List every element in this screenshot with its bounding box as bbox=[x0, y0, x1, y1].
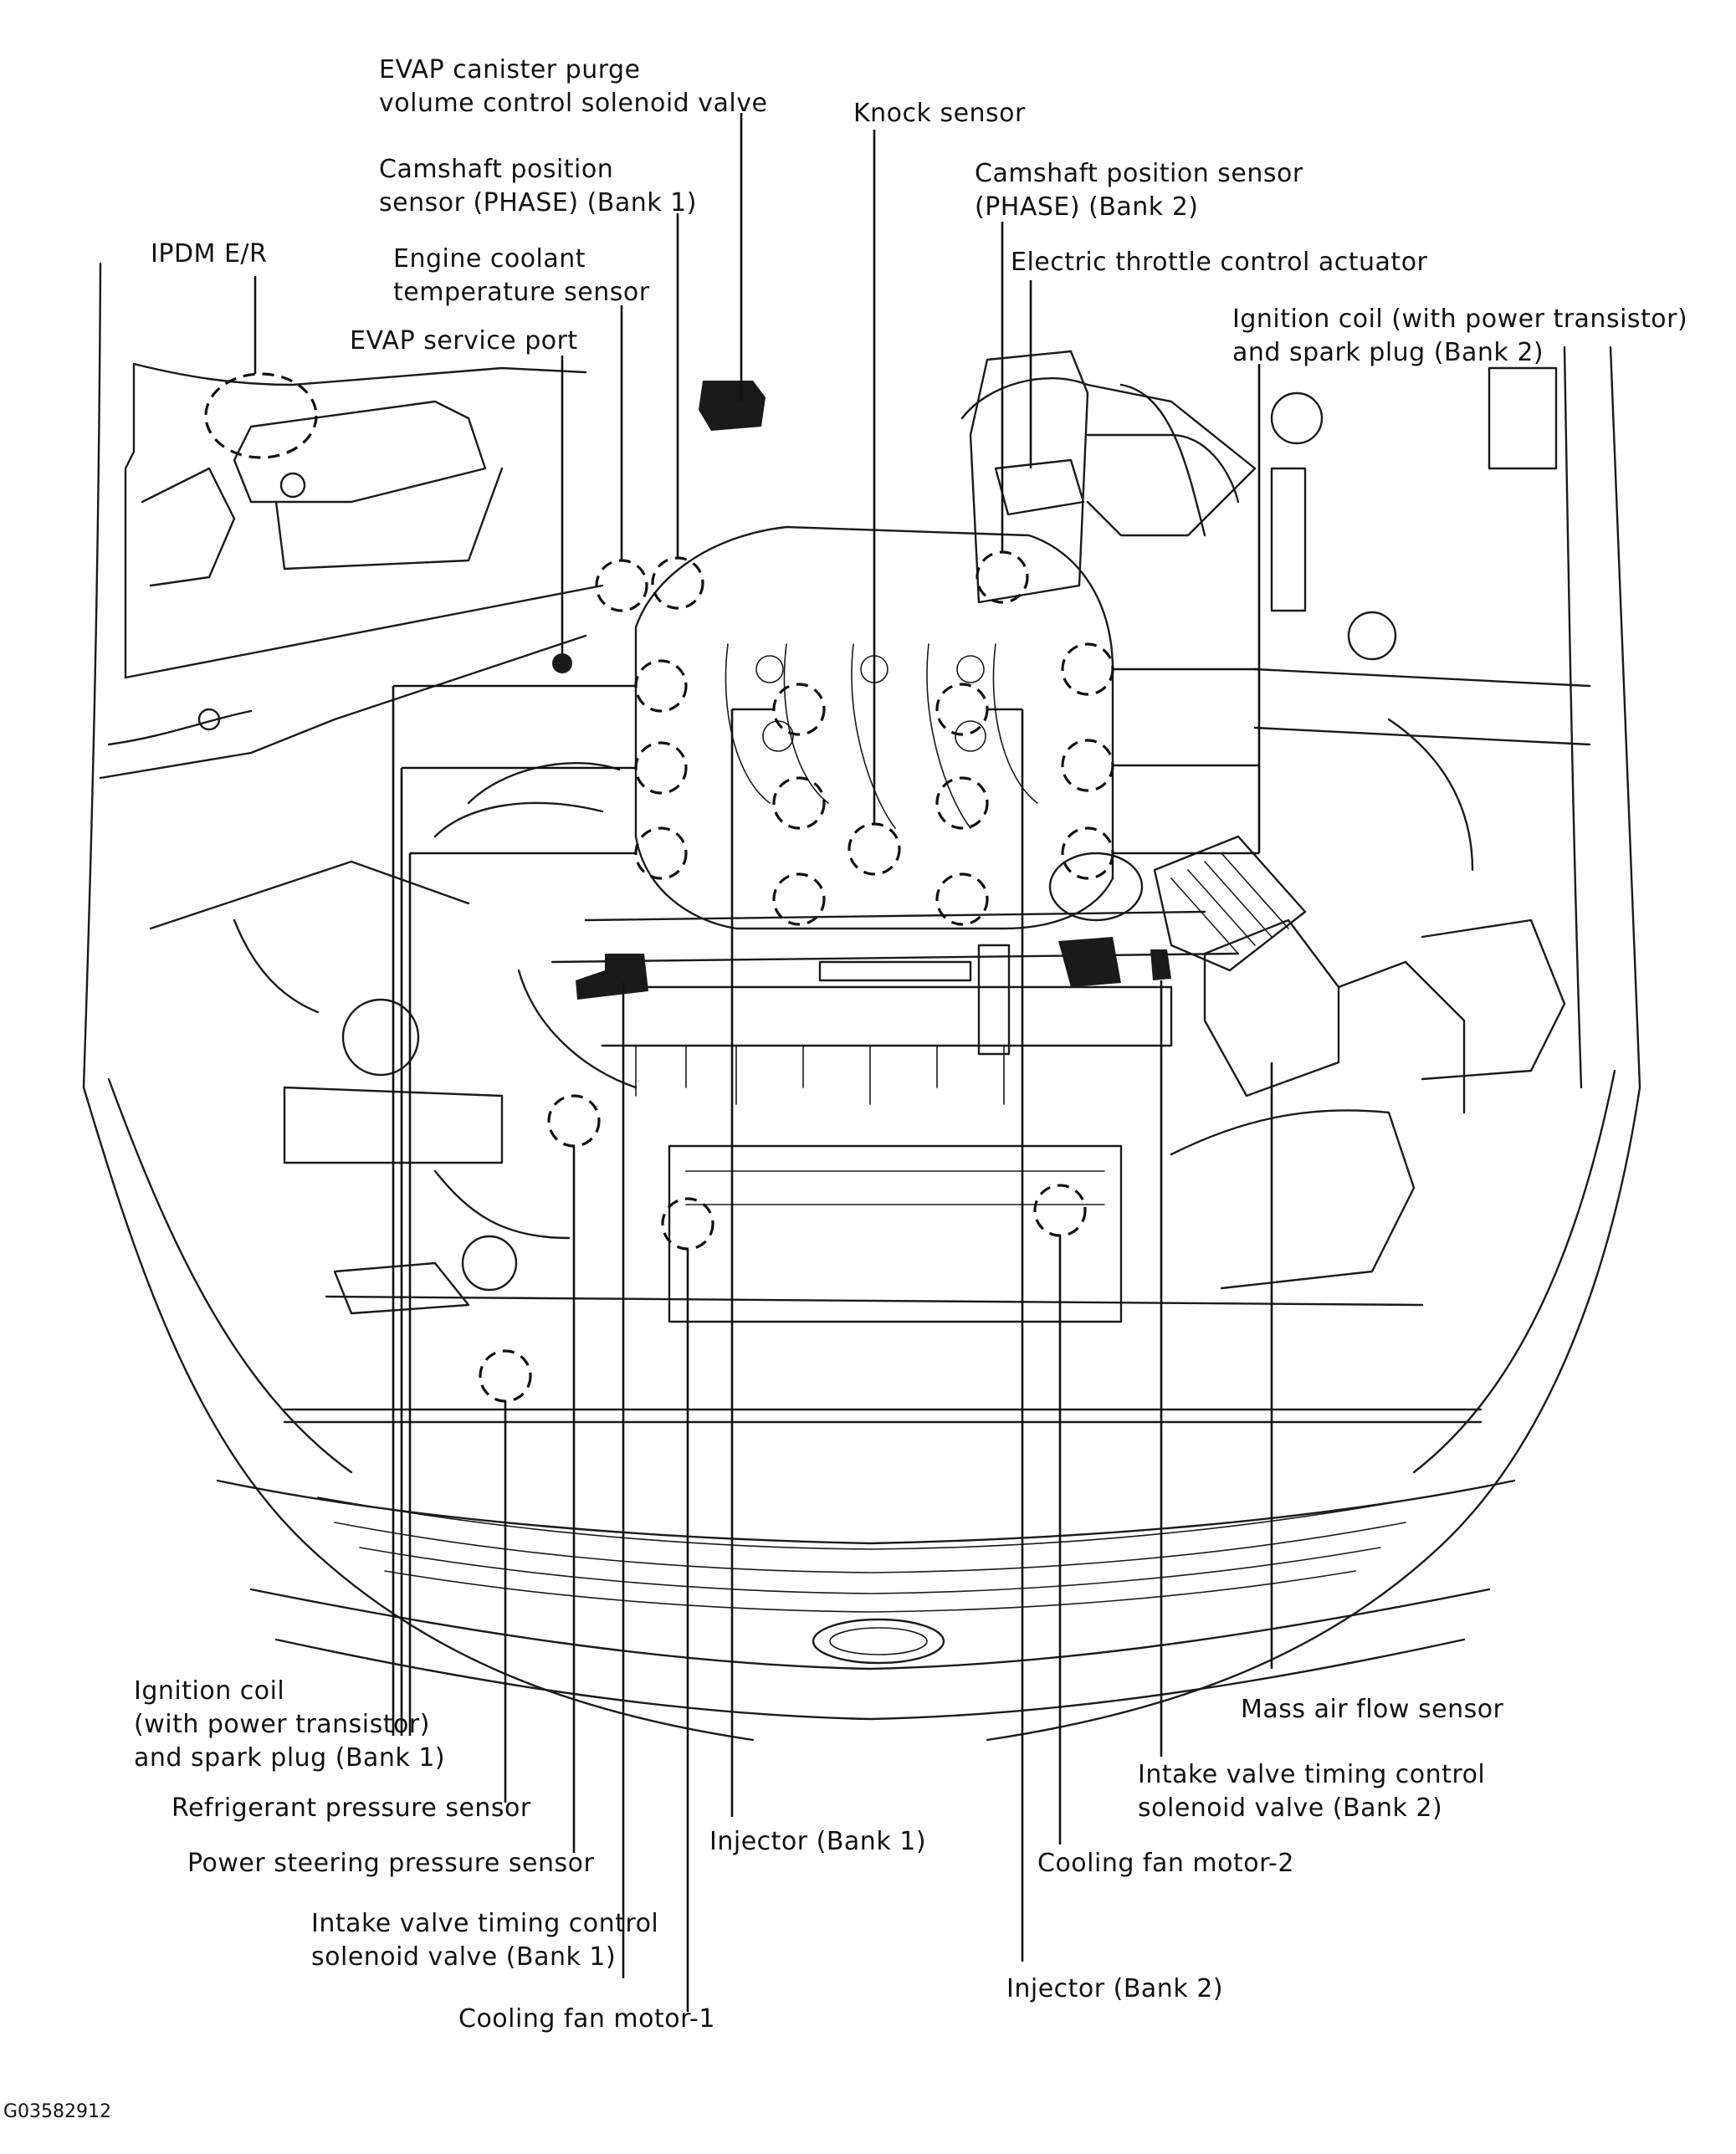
label-electric-throttle-actuator: Electric throttle control actuator bbox=[1011, 248, 1428, 277]
vehicle-body-outline bbox=[82, 262, 1641, 1742]
intake-manifold bbox=[551, 525, 1240, 1105]
label-knock-sensor: Knock sensor bbox=[853, 99, 1026, 128]
part-markers bbox=[552, 381, 1171, 1000]
callout-inj-b2-3 bbox=[935, 872, 989, 926]
right-side-components bbox=[1119, 366, 1591, 1290]
label-injector-bank2: Injector (Bank 2) bbox=[1006, 1974, 1224, 2003]
callout-refrigerant bbox=[479, 1349, 532, 1403]
callout-ign-b2-2 bbox=[1061, 739, 1114, 792]
callout-ps-pressure bbox=[547, 1094, 601, 1148]
label-intake-valve-timing-bank2: Intake valve timing control solenoid val… bbox=[1138, 1760, 1486, 1823]
callout-cam-b2 bbox=[976, 550, 1029, 604]
label-power-steering-pressure-sensor: Power steering pressure sensor bbox=[187, 1849, 595, 1878]
callout-inj-b2-1 bbox=[935, 683, 989, 736]
label-evap-canister-purge-valve: EVAP canister purge volume control solen… bbox=[379, 55, 768, 118]
label-intake-valve-timing-bank1: Intake valve timing control solenoid val… bbox=[311, 1909, 659, 1972]
callout-ign-b1-2 bbox=[634, 741, 688, 795]
callout-ipdm bbox=[204, 372, 318, 459]
callout-ign-b1-3 bbox=[634, 826, 688, 880]
label-refrigerant-pressure-sensor: Refrigerant pressure sensor bbox=[172, 1793, 531, 1823]
label-camshaft-position-sensor-bank1: Camshaft position sensor (PHASE) (Bank 1… bbox=[379, 155, 697, 217]
label-cooling-fan-motor-2: Cooling fan motor-2 bbox=[1037, 1849, 1294, 1878]
callout-ign-b2-1 bbox=[1061, 642, 1114, 696]
callout-inj-b1-1 bbox=[772, 683, 826, 736]
label-engine-coolant-temp-sensor: Engine coolant temperature sensor bbox=[393, 244, 650, 307]
callout-inj-b1-2 bbox=[772, 776, 826, 830]
left-lower-components bbox=[149, 761, 638, 1315]
callout-cam-b1 bbox=[651, 556, 704, 610]
callout-inj-b1-3 bbox=[772, 872, 826, 926]
callout-coolant-temp bbox=[595, 559, 648, 612]
callout-knock bbox=[848, 822, 901, 876]
figure-id: G03582912 bbox=[3, 2101, 112, 2122]
air-intake-throttle bbox=[960, 350, 1466, 1114]
label-ignition-coil-bank2: Ignition coil (with power transistor) an… bbox=[1232, 304, 1688, 367]
callout-inj-b2-2 bbox=[935, 776, 989, 830]
label-cooling-fan-motor-1: Cooling fan motor-1 bbox=[458, 2004, 715, 2034]
label-ignition-coil-bank1: Ignition coil (with power transistor) an… bbox=[134, 1676, 446, 1773]
ipdm-battery-area bbox=[99, 362, 604, 780]
label-ipdm-er: IPDM E/R bbox=[151, 239, 268, 269]
callout-ign-b1-1 bbox=[634, 659, 688, 713]
label-evap-service-port: EVAP service port bbox=[350, 326, 578, 356]
label-mass-air-flow-sensor: Mass air flow sensor bbox=[1241, 1695, 1504, 1724]
callout-fan2 bbox=[1033, 1184, 1087, 1237]
label-camshaft-position-sensor-bank2: Camshaft position sensor (PHASE) (Bank 2… bbox=[975, 159, 1303, 222]
leader-lines bbox=[253, 113, 1273, 2012]
label-injector-bank1: Injector (Bank 1) bbox=[709, 1827, 927, 1856]
